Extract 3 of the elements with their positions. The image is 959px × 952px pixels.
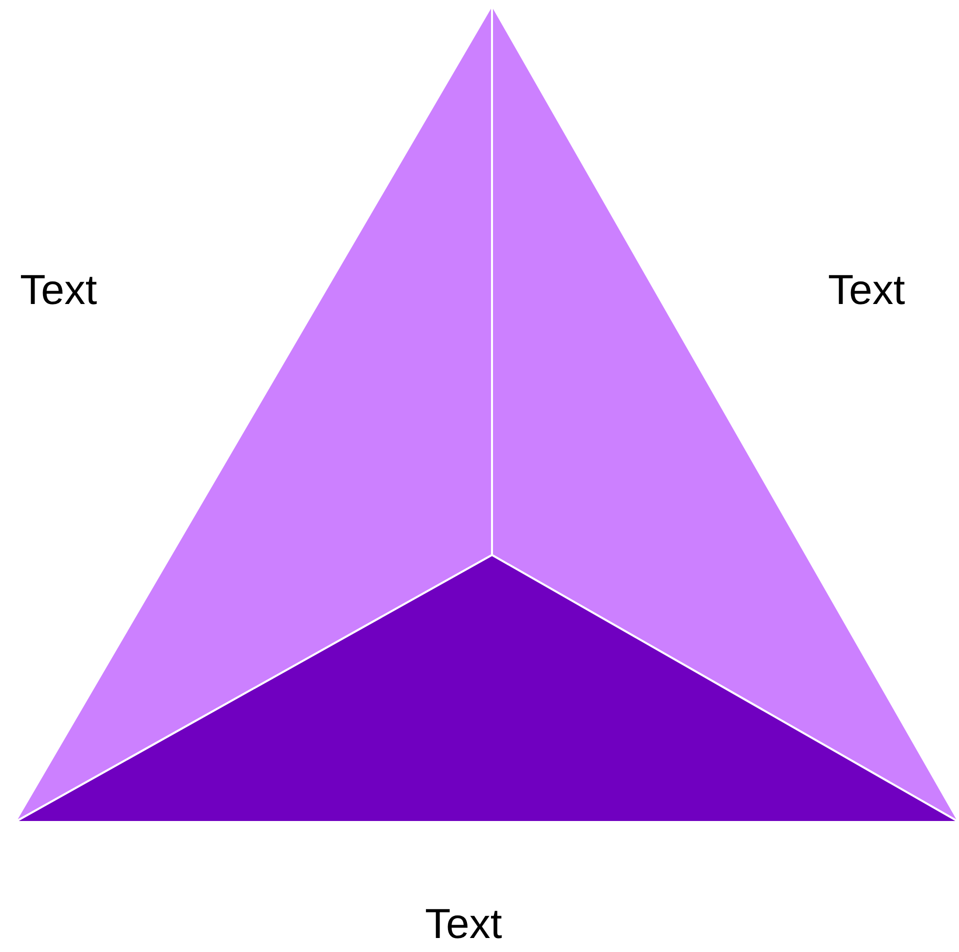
facet-label: Text bbox=[20, 266, 98, 314]
facet-label: Text bbox=[828, 266, 906, 314]
facet-label: Text bbox=[425, 900, 502, 948]
